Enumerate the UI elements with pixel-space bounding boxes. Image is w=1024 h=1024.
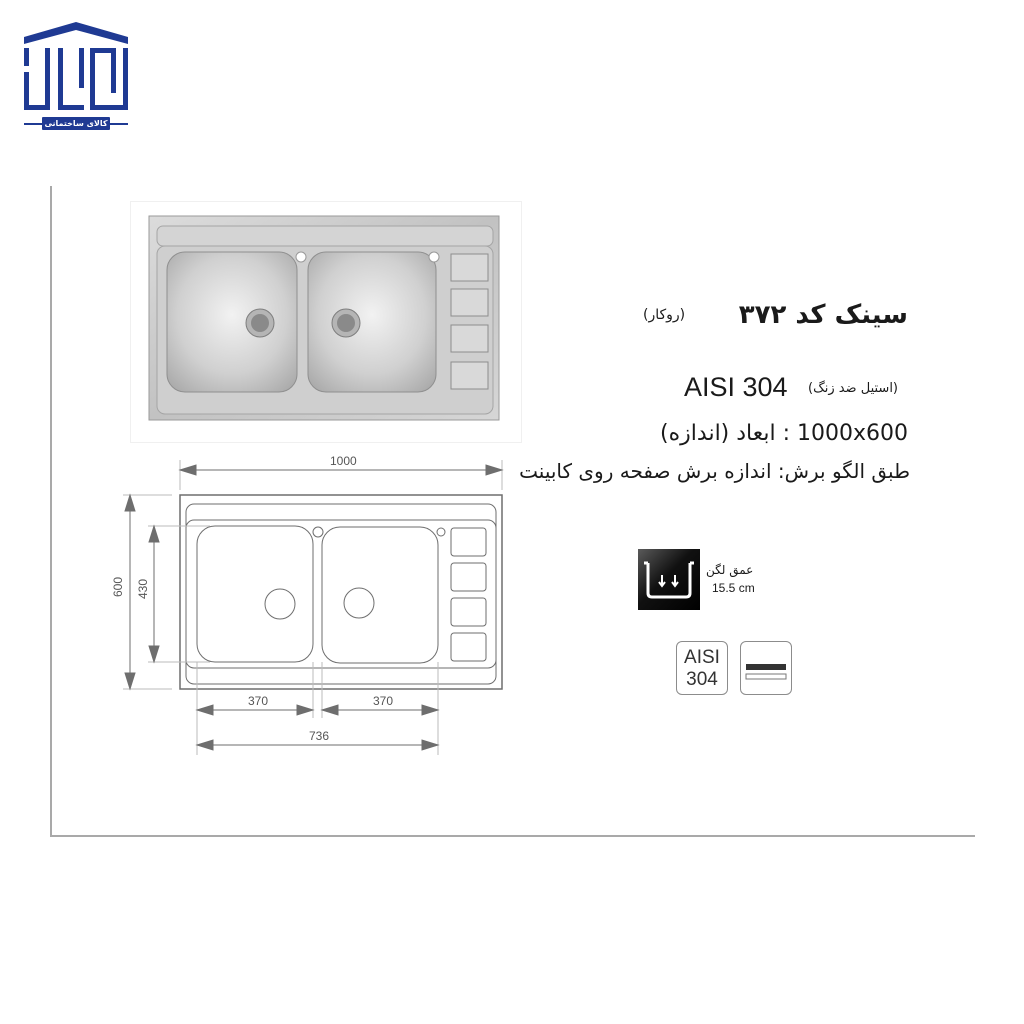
product-mount-type: (روکار) (643, 307, 686, 323)
dim-bowl-right: 370 (373, 694, 394, 708)
material-badge-line1: AISI (684, 647, 720, 668)
logo-building-icon (24, 22, 128, 130)
frame-left-border (50, 186, 52, 837)
depth-value: 15.5 cm (712, 581, 755, 595)
sheet-thickness-icon (740, 641, 792, 695)
dim-bowl-left: 370 (248, 694, 269, 708)
product-photo (131, 202, 521, 442)
brand-logo: کالای ساختمانی (24, 22, 128, 130)
logo-tagline: کالای ساختمانی (44, 119, 108, 128)
dim-overall-depth: 600 (111, 576, 126, 598)
material-badge: AISI 304 (676, 641, 728, 695)
material-badge-line2: 304 (686, 669, 718, 690)
product-title: سینک کد ۳۷۲ (738, 300, 908, 330)
depth-label: عمق لگن (706, 563, 754, 577)
cut-pattern-line: طبق الگو برش: اندازه برش صفحه روی کابینت (519, 459, 910, 483)
dimensions-line: 1000x600 : ابعاد (اندازه) (660, 421, 908, 446)
frame-bottom-border (50, 835, 975, 837)
material-note: (استیل ضد زنگ) (808, 381, 898, 396)
bowl-depth-icon (638, 549, 700, 610)
material-grade: AISI 304 (684, 372, 788, 402)
dim-bowl-depth: 430 (136, 578, 151, 600)
dim-bowls-total: 736 (309, 729, 330, 743)
technical-drawing: 1000 600 430 370 370 736 (110, 450, 520, 760)
dim-overall-width: 1000 (330, 454, 357, 468)
